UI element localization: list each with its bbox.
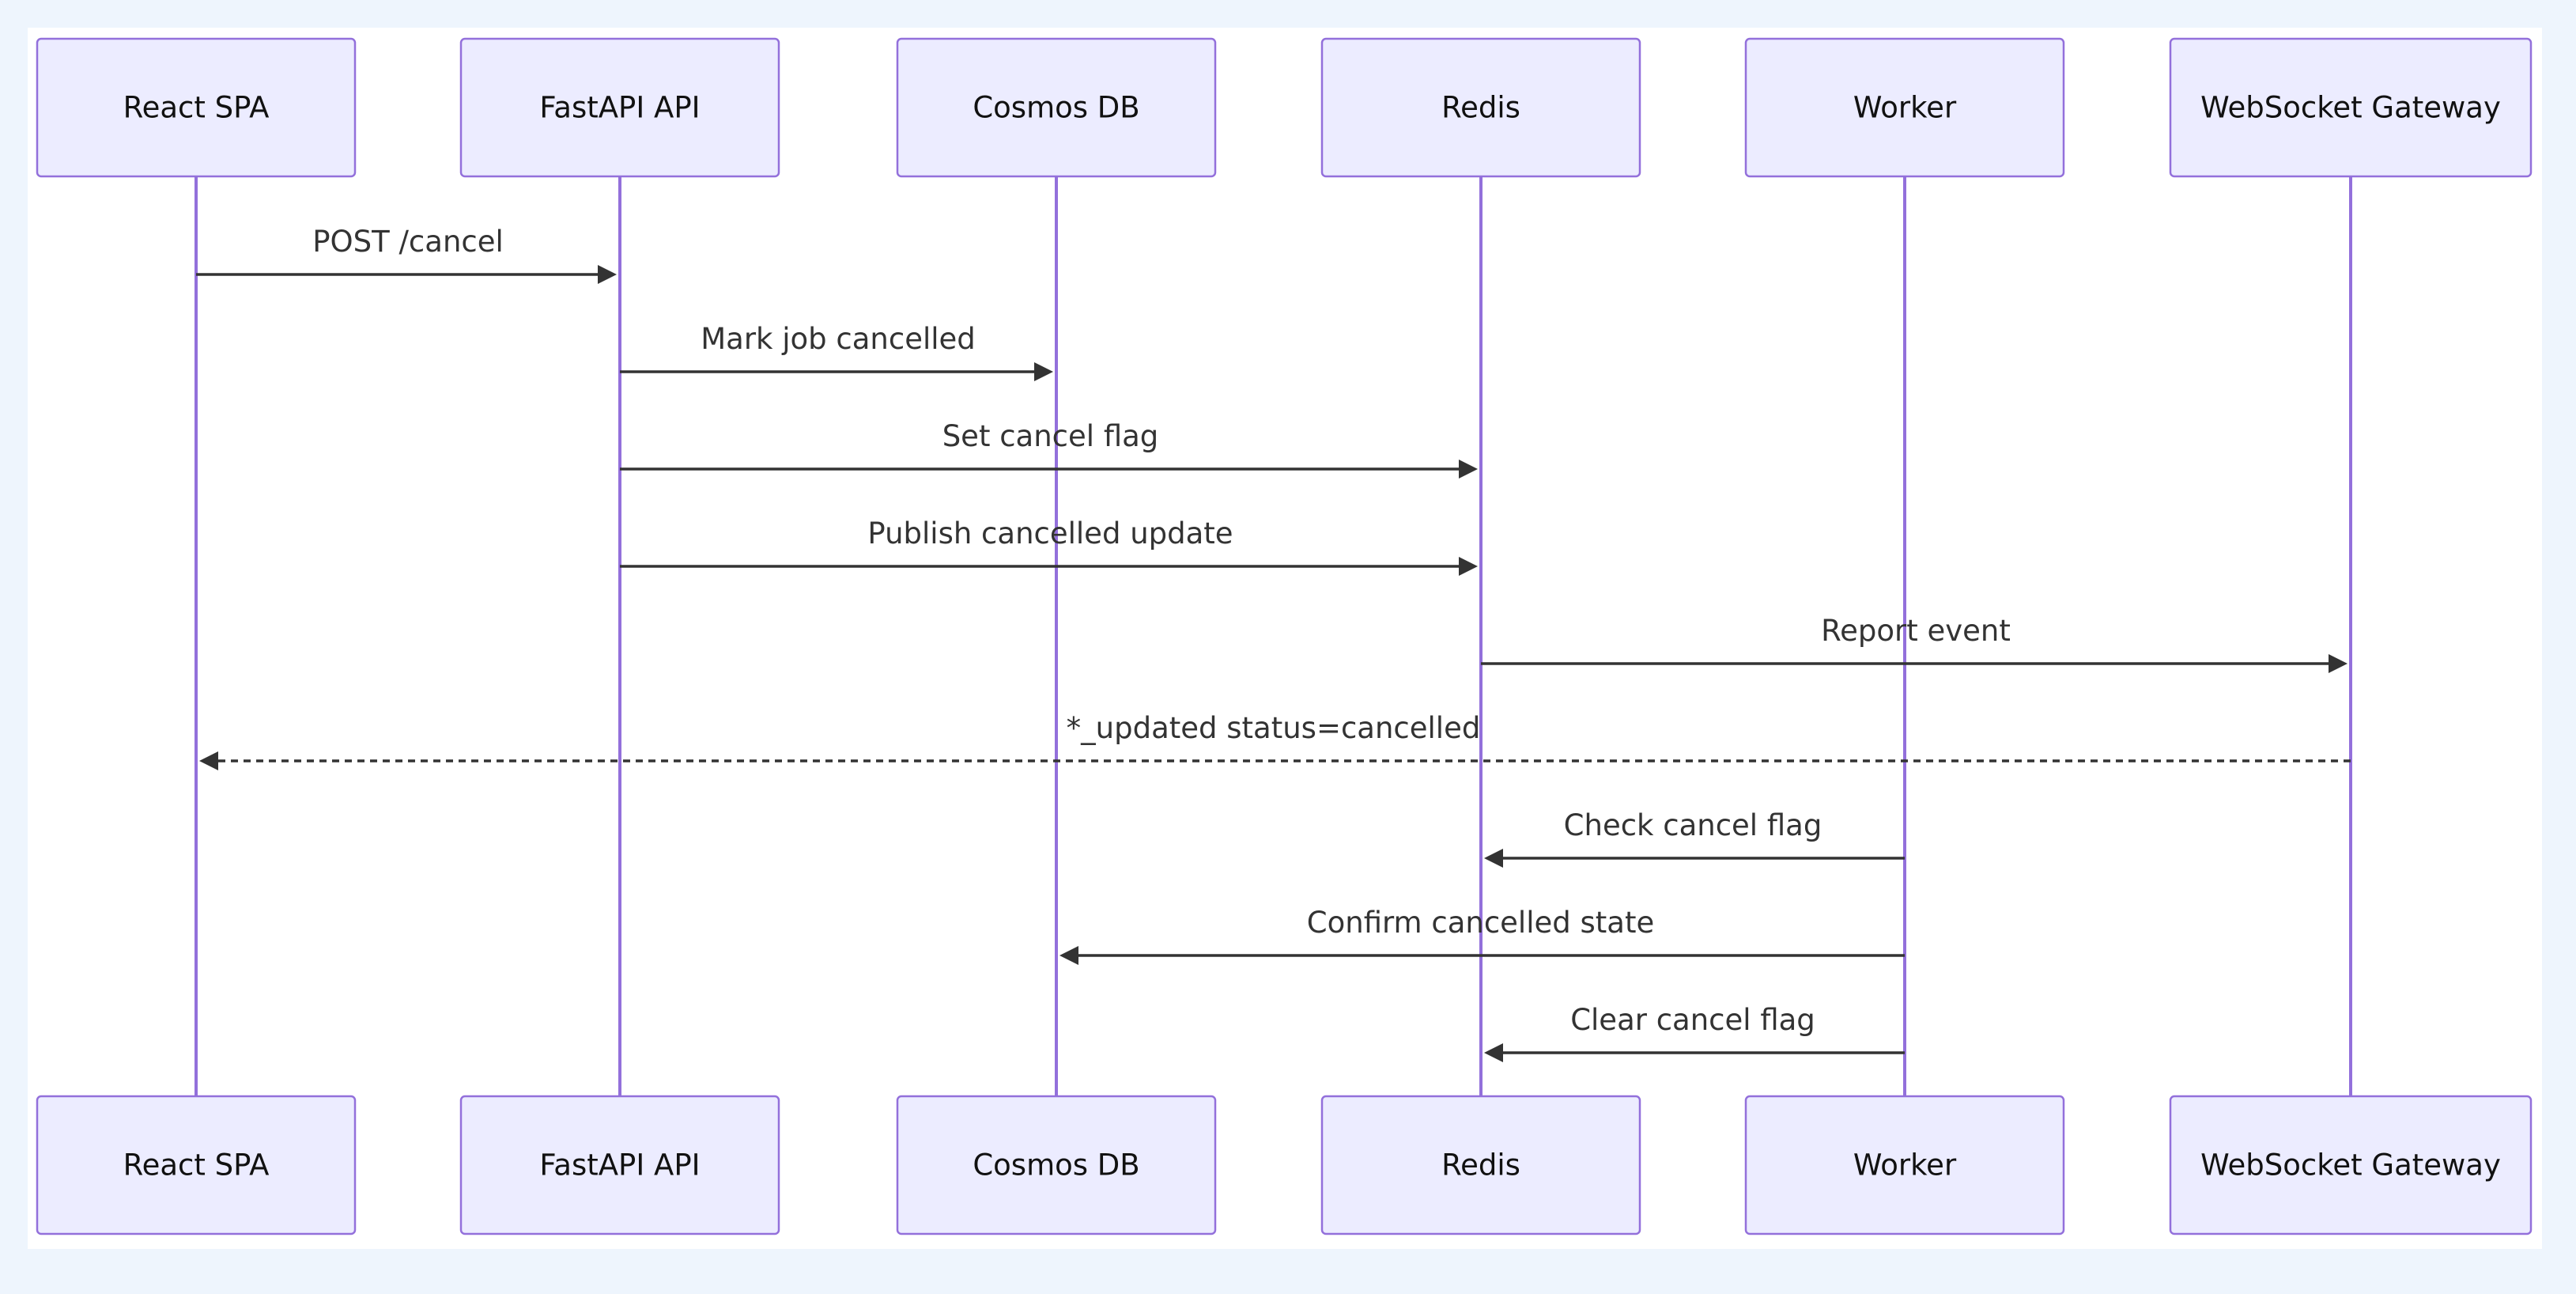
actor-redis-top: Redis — [1320, 37, 1641, 178]
message-label: POST /cancel — [312, 225, 504, 259]
actor-label: FastAPI API — [539, 1148, 700, 1182]
actor-worker-top: Worker — [1744, 37, 2065, 178]
actor-box — [459, 1095, 780, 1235]
arrowhead-icon — [2329, 654, 2347, 673]
actor-fastapi-bottom: FastAPI API — [459, 1095, 780, 1235]
actor-fastapi-top: FastAPI API — [459, 37, 780, 178]
actor-label: React SPA — [123, 91, 270, 125]
actor-box — [896, 1095, 1217, 1235]
actor-react-bottom: React SPA — [36, 1095, 357, 1235]
message-3: Set cancel flag — [620, 419, 1478, 479]
arrowhead-icon — [1034, 362, 1053, 381]
actor-wsgw-top: WebSocket Gateway — [2169, 37, 2533, 178]
message-8: Confirm cancelled state — [1059, 906, 1905, 965]
actor-label: Redis — [1441, 1148, 1520, 1182]
arrowhead-icon — [199, 751, 218, 770]
actor-react-top: React SPA — [36, 37, 357, 178]
message-6: *_updated status=cancelled — [199, 711, 2351, 770]
message-label: *_updated status=cancelled — [1067, 711, 1481, 745]
message-label: Clear cancel flag — [1570, 1003, 1815, 1037]
actor-wsgw-bottom: WebSocket Gateway — [2169, 1095, 2533, 1235]
arrowhead-icon — [1459, 557, 1478, 576]
actor-box — [896, 37, 1217, 178]
actor-label: Redis — [1441, 91, 1520, 125]
actor-cosmos-top: Cosmos DB — [896, 37, 1217, 178]
actor-box — [1744, 1095, 2065, 1235]
actor-worker-bottom: Worker — [1744, 1095, 2065, 1235]
actor-label: Cosmos DB — [973, 91, 1139, 125]
message-7: Check cancel flag — [1484, 808, 1905, 868]
actor-label: WebSocket Gateway — [2200, 1148, 2501, 1182]
actors-top: React SPA FastAPI API Cosmos DB Redis Worker… — [36, 37, 2533, 178]
actor-box — [36, 1095, 357, 1235]
message-label: Confirm cancelled state — [1307, 906, 1654, 940]
actor-box — [1744, 37, 2065, 178]
message-label: Set cancel flag — [942, 419, 1159, 453]
arrowhead-icon — [1484, 1043, 1503, 1062]
message-label: Report event — [1821, 614, 2011, 648]
actor-redis-bottom: Redis — [1320, 1095, 1641, 1235]
message-label: Mark job cancelled — [701, 322, 976, 356]
actor-box — [1320, 1095, 1641, 1235]
actor-label: WebSocket Gateway — [2200, 91, 2501, 125]
message-1: POST /cancel — [196, 225, 617, 284]
actors-bottom: React SPA FastAPI API Cosmos DB Redis Worker… — [36, 1095, 2533, 1235]
diagram-frame — [28, 28, 2542, 1249]
lifelines — [195, 176, 2352, 1096]
actor-label: Cosmos DB — [973, 1148, 1139, 1182]
message-9: Clear cancel flag — [1484, 1003, 1905, 1062]
actor-box — [459, 37, 780, 178]
message-label: Publish cancelled update — [867, 516, 1233, 551]
actor-cosmos-bottom: Cosmos DB — [896, 1095, 1217, 1235]
message-label: Check cancel flag — [1564, 808, 1822, 842]
arrowhead-icon — [1459, 460, 1478, 479]
actor-box — [1320, 37, 1641, 178]
message-5: Report event — [1481, 614, 2347, 673]
actor-box — [2169, 37, 2533, 178]
actor-label: FastAPI API — [539, 91, 700, 125]
actor-box — [2169, 1095, 2533, 1235]
arrowhead-icon — [1484, 849, 1503, 868]
actor-label: React SPA — [123, 1148, 270, 1182]
actor-label: Worker — [1853, 91, 1957, 125]
actor-box — [36, 37, 357, 178]
actor-label: Worker — [1853, 1148, 1957, 1182]
message-4: Publish cancelled update — [620, 516, 1478, 576]
arrowhead-icon — [598, 265, 617, 284]
message-2: Mark job cancelled — [620, 322, 1053, 381]
arrowhead-icon — [1059, 946, 1078, 965]
